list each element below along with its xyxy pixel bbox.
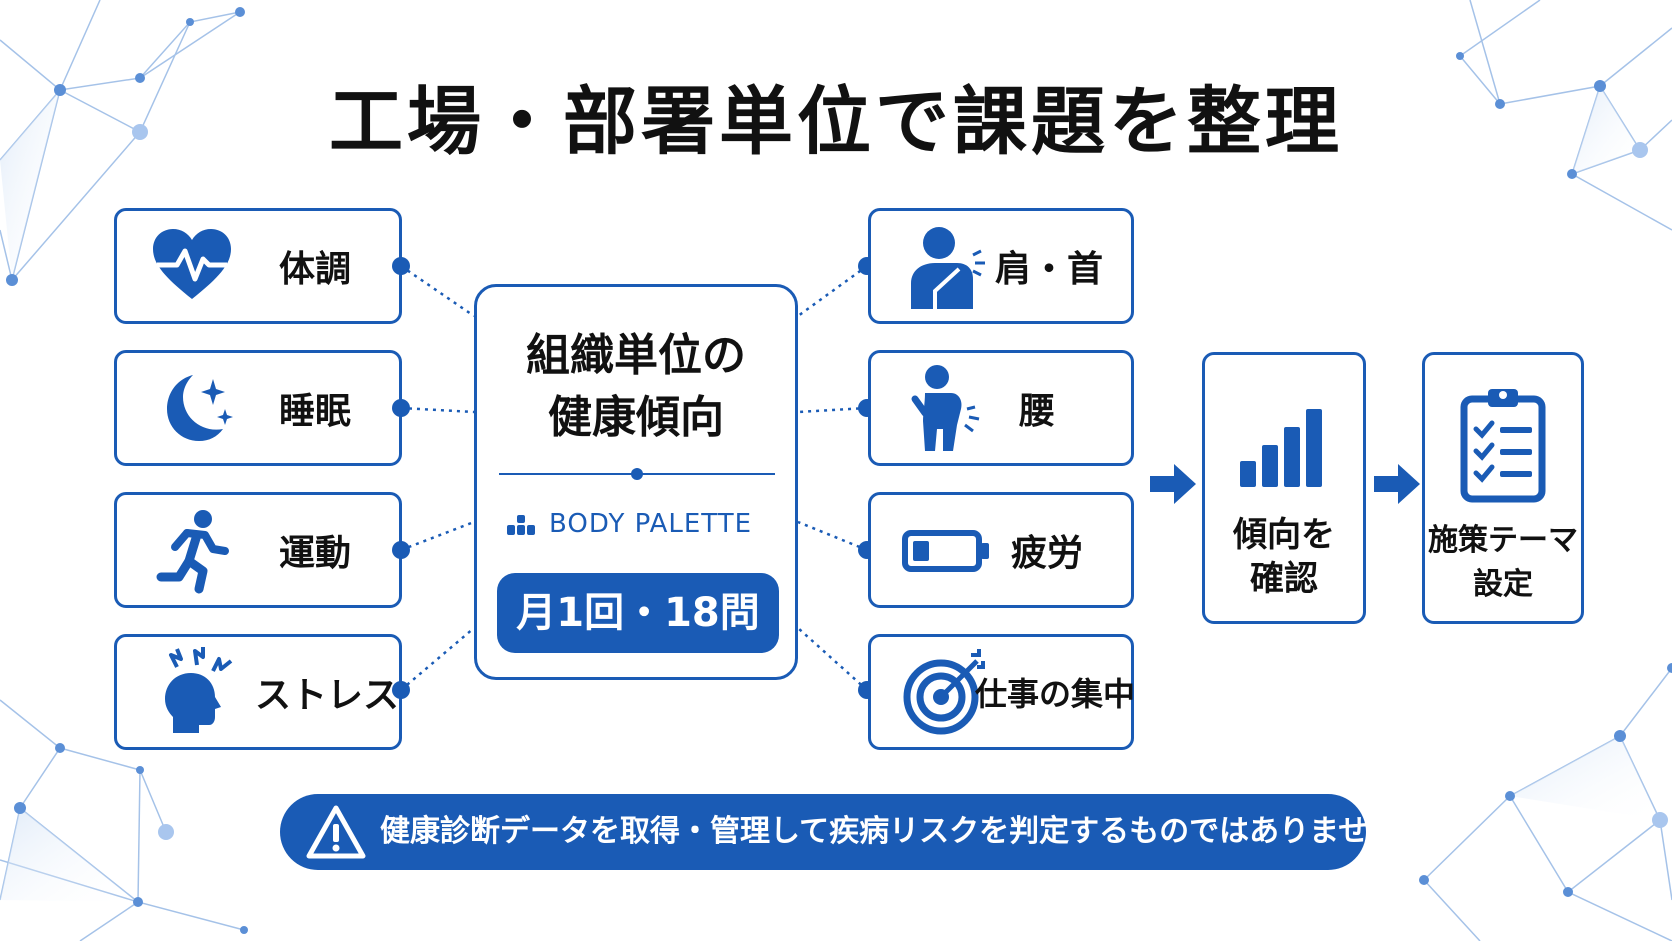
disclaimer-text: 健康診断データを取得・管理して疾病リスクを判定するものではありません: [380, 814, 1399, 849]
card-sleep: 睡眠: [114, 350, 402, 466]
card-label: ストレス: [255, 675, 400, 716]
running-person-icon: [156, 510, 229, 594]
flow-card-set-themes: 施策テーマ 設定: [1422, 352, 1584, 624]
card-fatigue: 疲労: [868, 492, 1134, 608]
card-label: 仕事の集中: [975, 675, 1136, 713]
heart-pulse-icon: [153, 229, 231, 299]
frequency-badge: 月1回・18問: [497, 573, 779, 653]
connector-dot: [392, 399, 410, 417]
flow-label: 傾向を 確認: [1233, 515, 1335, 599]
moon-stars-icon: [167, 375, 233, 441]
stressed-head-icon: [165, 647, 233, 733]
card-label: 肩・首: [995, 249, 1104, 290]
card-label: 疲労: [1011, 533, 1084, 574]
brand: BODY PALETTE: [505, 509, 752, 539]
page-title: 工場・部署単位で課題を整理: [329, 79, 1343, 165]
connector-dot: [392, 681, 410, 699]
card-label: 体調: [279, 249, 352, 290]
flow-card-check-trends: 傾向を 確認: [1202, 352, 1366, 624]
card-label: 腰: [1019, 391, 1056, 432]
card-work-focus: 仕事の集中: [868, 634, 1136, 750]
connector-dot: [392, 541, 410, 559]
warning-icon: [306, 805, 366, 859]
clipboard-checklist-icon: [1460, 389, 1546, 503]
bar-blocks-icon: [507, 515, 535, 535]
flow-label: 施策テーマ 設定: [1428, 523, 1578, 602]
card-stress: ストレス: [114, 634, 402, 750]
low-battery-icon: [902, 530, 989, 572]
card-shoulder-neck: 肩・首: [868, 208, 1134, 324]
center-divider-dot: [631, 468, 643, 480]
center-title-line2: 健康傾向: [548, 392, 724, 443]
card-exercise: 運動: [114, 492, 402, 608]
card-label: 運動: [279, 533, 352, 574]
center-title: 組織単位の 健康傾向: [477, 325, 795, 449]
bar-chart-icon: [1240, 409, 1322, 487]
center-card: 組織単位の 健康傾向 BODY PALETTE 月1回・18問: [474, 284, 798, 680]
arrow-right-icon: [1150, 464, 1196, 504]
brand-name: BODY PALETTE: [549, 509, 753, 539]
center-title-line1: 組織単位の: [526, 330, 746, 381]
shoulder-pain-icon: [911, 227, 985, 309]
arrow-right-icon: [1374, 464, 1420, 504]
card-lower-back: 腰: [868, 350, 1134, 466]
card-label: 睡眠: [279, 391, 352, 432]
target-icon: [903, 649, 985, 735]
back-pain-icon: [911, 365, 980, 451]
card-condition: 体調: [114, 208, 402, 324]
connector-dot: [392, 257, 410, 275]
disclaimer-banner: 健康診断データを取得・管理して疾病リスクを判定するものではありません: [280, 794, 1398, 870]
